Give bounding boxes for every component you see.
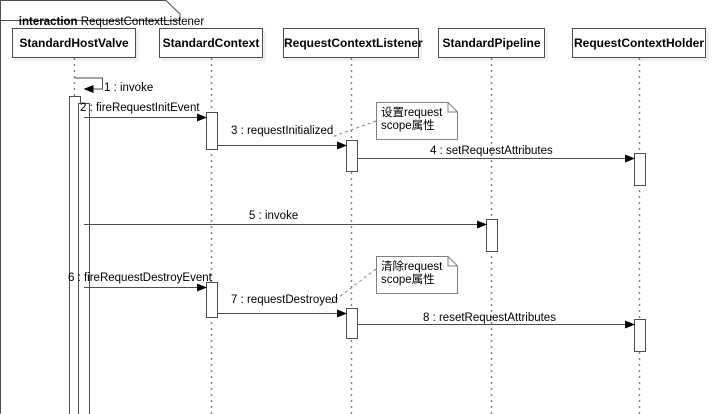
message-label-7: 7 : requestDestroyed <box>231 294 338 306</box>
lifeline-head-standardpipeline[interactable]: StandardPipeline <box>438 28 545 58</box>
message-arrow-1 <box>74 77 103 93</box>
act-context-1 <box>206 112 218 150</box>
note-clear-request-scope-line-2: scope属性 <box>381 274 435 286</box>
act-listener-1 <box>346 140 358 172</box>
message-label-5: 5 : invoke <box>249 210 299 222</box>
act-pipeline-1 <box>486 219 498 252</box>
lifeline-label-requestcontextlistener: RequestContextListener <box>284 36 423 50</box>
act-holder-1 <box>634 153 646 186</box>
act-listener-2 <box>346 308 358 339</box>
lifeline-label-standardhostvalve: StandardHostValve <box>19 36 129 50</box>
lifeline-head-standardcontext[interactable]: StandardContext <box>159 28 263 58</box>
note-set-request-scope-connector <box>331 120 377 138</box>
note-shapes <box>376 102 458 294</box>
message-label-6: 6 : fireRequestDestroyEvent <box>68 272 212 284</box>
message-arrows <box>74 77 635 329</box>
note-clear-request-scope-fold <box>447 256 458 267</box>
message-label-8: 8 : resetRequestAttributes <box>423 312 556 324</box>
frame-header-label: interaction RequestContextListener <box>6 4 204 40</box>
note-set-request-scope-line-2: scope属性 <box>381 120 435 132</box>
note-connectors <box>329 120 377 305</box>
message-label-1: 1 : invoke <box>104 82 154 94</box>
lifeline-label-standardcontext: StandardContext <box>162 36 260 50</box>
lifeline-label-requestcontextholder: RequestContextHolder <box>573 36 704 50</box>
message-label-4: 4 : setRequestAttributes <box>430 145 553 157</box>
note-set-request-scope-line-1: 设置request <box>381 107 443 119</box>
message-label-2: 2 : fireRequestInitEvent <box>80 102 200 114</box>
lifeline-head-requestcontextholder[interactable]: RequestContextHolder <box>572 28 706 58</box>
lifeline-head-standardhostvalve[interactable]: StandardHostValve <box>12 28 136 58</box>
frame-keyword: interaction <box>18 16 78 28</box>
note-clear-request-scope-line-1: 清除request <box>381 261 443 273</box>
note-clear-request-scope-connector <box>329 268 377 305</box>
activation-bars <box>69 96 646 414</box>
act-holder-2 <box>634 319 646 352</box>
interaction-frame <box>0 0 181 414</box>
act-hostvalve-inner <box>78 103 90 414</box>
act-context-2 <box>206 282 218 318</box>
lifeline-head-requestcontextlistener[interactable]: RequestContextListener <box>283 28 423 58</box>
note-clear-request-scope-shape <box>376 256 458 294</box>
frame-name: RequestContextListener <box>80 16 205 28</box>
note-set-request-scope-fold <box>447 102 458 113</box>
note-set-request-scope-shape <box>376 102 458 140</box>
lifeline-label-standardpipeline: StandardPipeline <box>442 36 541 50</box>
message-label-3: 3 : requestInitialized <box>231 125 334 137</box>
